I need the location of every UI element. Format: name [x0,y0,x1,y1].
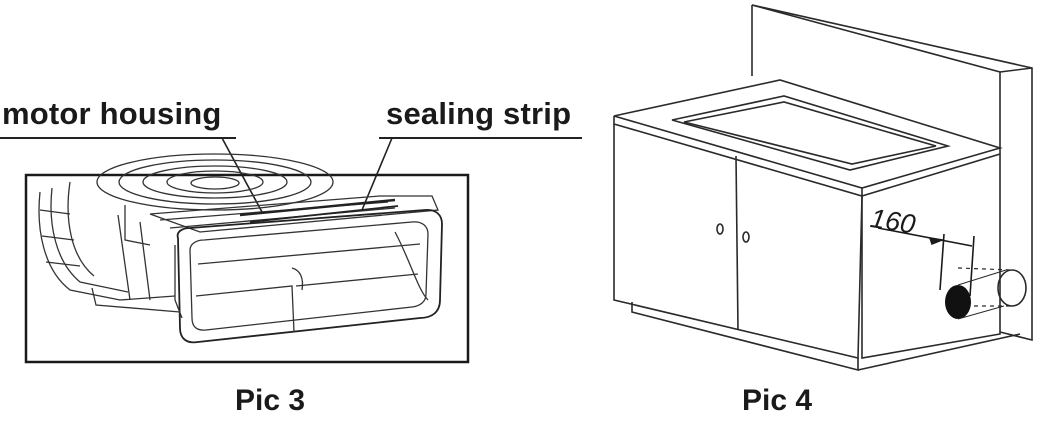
pic3-caption: Pic 3 [235,384,306,417]
cabinet-drawing [613,4,1033,372]
sealing-strip-label: sealing strip [386,96,572,131]
pic4-caption: Pic 4 [742,384,813,417]
dimension-lines [877,227,975,297]
hole-tangent-lines [957,269,1007,320]
pic3-frame [24,173,470,364]
wall-hole-black [945,285,971,319]
motor-housing-label: motor housing [2,96,222,131]
motor-housing-drawing [38,153,443,344]
